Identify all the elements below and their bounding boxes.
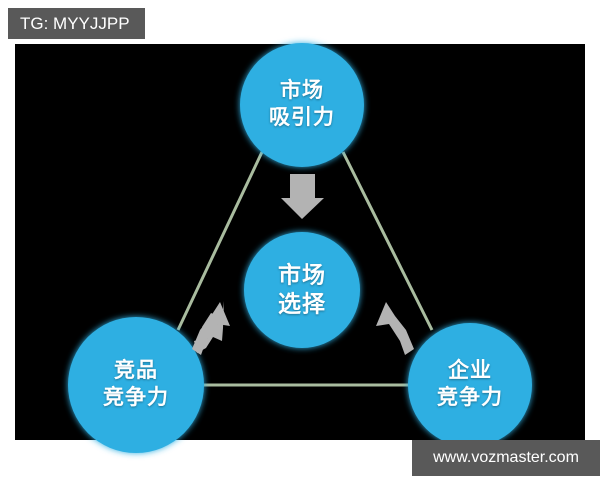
node-label-center-line2: 选择	[278, 291, 326, 317]
node-label-bottom-left-line2: 竞争力	[103, 386, 169, 409]
watermark-badge-website: www.vozmaster.com	[412, 440, 600, 476]
node-label-bottom-left-line1: 竞品	[114, 359, 158, 383]
node-label-top: 市场 吸引力	[269, 78, 335, 132]
node-label-center-line1: 市场	[278, 261, 326, 288]
watermark-badge-telegram: TG: MYYJJPP	[8, 8, 145, 39]
node-label-center: 市场 选择	[278, 261, 326, 320]
node-label-bottom-right: 企业 竞争力	[437, 358, 503, 412]
node-label-bottom-right-line2: 竞争力	[437, 386, 503, 409]
node-label-bottom-right-line1: 企业	[448, 359, 492, 383]
node-label-top-line1: 市场	[280, 79, 324, 103]
node-label-bottom-left: 竞品 竞争力	[103, 358, 169, 412]
node-label-top-line2: 吸引力	[269, 106, 335, 129]
